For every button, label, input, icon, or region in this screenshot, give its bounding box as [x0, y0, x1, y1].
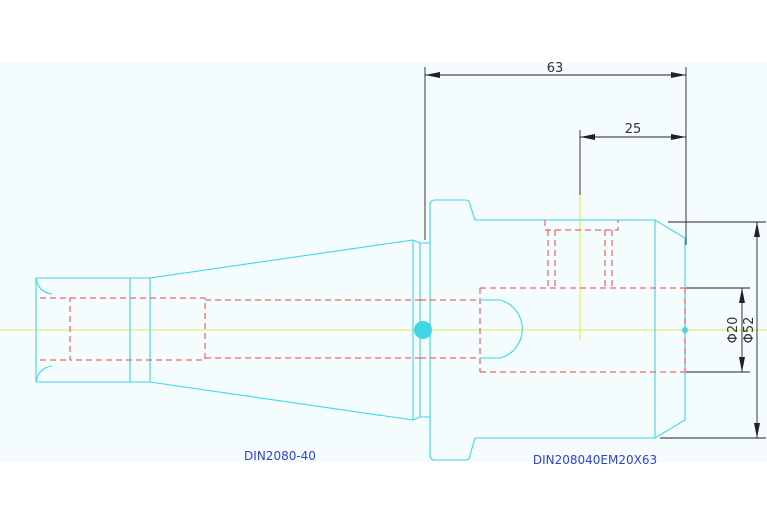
taper-bottom — [149, 381, 414, 421]
dim-63-text: 63 — [547, 61, 564, 76]
dim-d52-arrow-bottom — [754, 423, 760, 438]
drawing-sheet — [0, 62, 767, 462]
dimension-d20 — [686, 287, 750, 373]
end-center-marker-icon — [682, 327, 688, 333]
taper-top — [149, 239, 414, 279]
dimension-25 — [579, 130, 686, 195]
left-part-label: DIN2080-40 — [244, 449, 316, 463]
holder-bore — [480, 287, 685, 373]
center-marker-icon — [414, 321, 432, 339]
taper-chamfer-bottom — [412, 416, 421, 421]
dimension-d52 — [660, 221, 766, 439]
dim-63-arrow-left — [425, 72, 440, 78]
right-part-label: DIN208040EM20X63 — [533, 453, 657, 467]
holder-bore-relief — [480, 299, 523, 359]
dim-d52-text: Φ52 — [742, 317, 757, 344]
dim-63-arrow-right — [671, 72, 686, 78]
dim-25-text: 25 — [625, 122, 642, 137]
holder-bore-entry — [420, 299, 480, 359]
dim-25-arrow-left — [580, 134, 595, 140]
dim-d20-arrow-top — [739, 288, 745, 303]
dimension-63 — [424, 67, 687, 245]
din208040em-holder — [414, 199, 688, 461]
set-screw-top — [544, 220, 619, 231]
dim-d20-arrow-bottom — [739, 357, 745, 372]
dim-d20-text: Φ20 — [726, 317, 741, 344]
dim-25-arrow-right — [671, 134, 686, 140]
shank-hidden-bore — [69, 297, 206, 361]
taper-chamfer-top — [412, 239, 421, 244]
dim-d52-arrow-top — [754, 222, 760, 237]
